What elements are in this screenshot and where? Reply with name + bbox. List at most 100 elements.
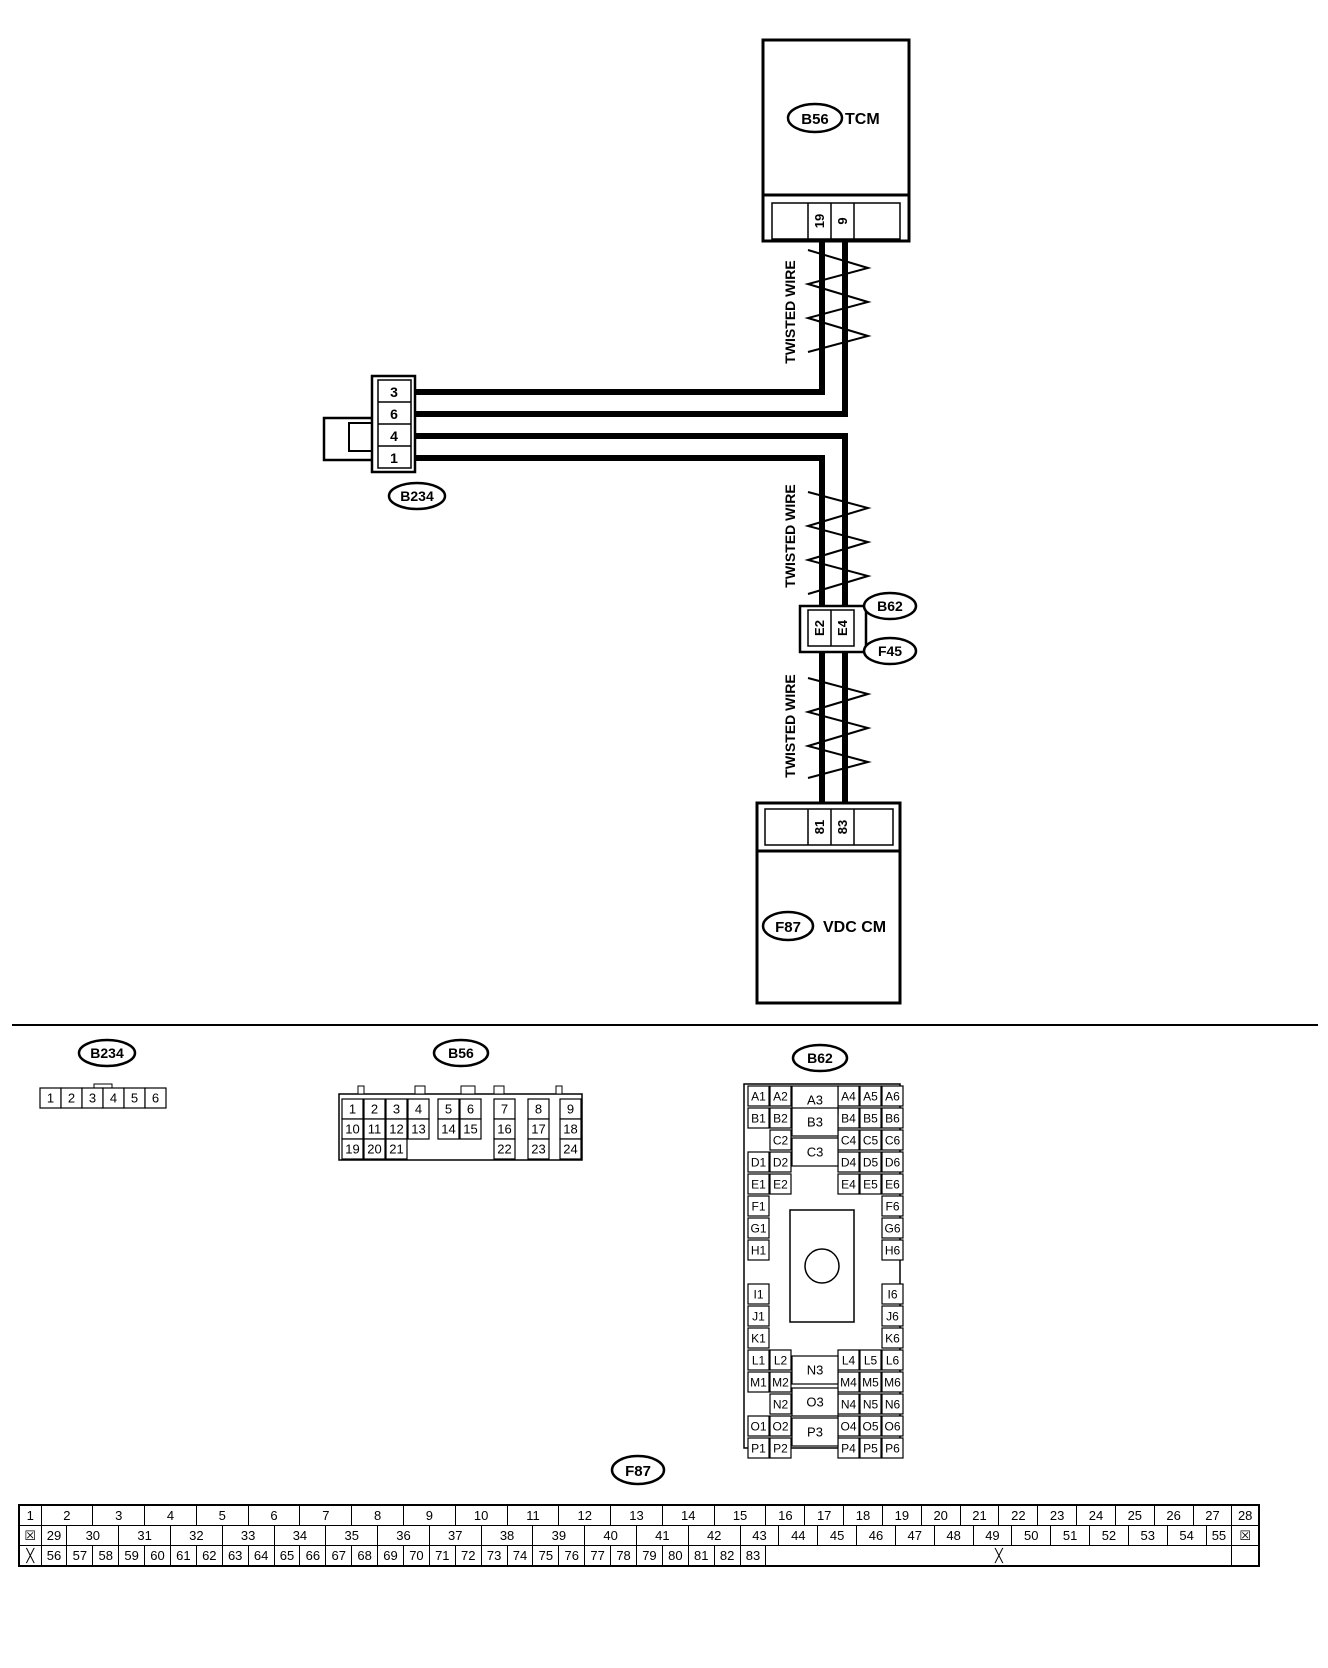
b62-face-pin-M5: M5 [859, 1371, 882, 1393]
b62-face-pin-A2: A2 [769, 1085, 792, 1107]
b62-face-pin-K6: K6 [881, 1327, 904, 1349]
svg-text:B5: B5 [863, 1111, 878, 1125]
svg-text:M5: M5 [862, 1375, 879, 1389]
svg-text:P1: P1 [751, 1441, 766, 1455]
b56-face-pin-8: 8 [527, 1098, 550, 1120]
f87-pin-33: 33 [221, 1525, 275, 1546]
b62-face-pin-I6: I6 [881, 1283, 904, 1305]
svg-text:F1: F1 [751, 1199, 765, 1213]
svg-text:12: 12 [389, 1122, 403, 1137]
b62-face-pin-M2: M2 [769, 1371, 792, 1393]
f87-tag-oval [610, 1454, 666, 1486]
svg-text:N5: N5 [863, 1397, 879, 1411]
b62-face-pin-J1: J1 [747, 1305, 770, 1327]
f87-pin-17: 17 [804, 1504, 845, 1526]
b234-face-pin-2: 2 [60, 1087, 83, 1109]
svg-text:18: 18 [563, 1122, 577, 1137]
b62-face-pin-G6: G6 [881, 1217, 904, 1239]
b62-face-pin-M6: M6 [881, 1371, 904, 1393]
vdc-module: 81 83 F87 VDC CM [755, 801, 902, 1005]
b56-face-pin-6: 6 [459, 1098, 482, 1120]
f87-pin-15: 15 [713, 1504, 767, 1526]
f87-pin-51: 51 [1050, 1525, 1091, 1546]
f87-pin-31: 31 [118, 1525, 171, 1546]
b62-face-pin-P5: P5 [859, 1437, 882, 1459]
vdc-pin-83: 83 [835, 820, 850, 834]
svg-text:E5: E5 [863, 1177, 878, 1191]
b234-pin-1: 1 [390, 450, 398, 466]
svg-text:6: 6 [467, 1102, 474, 1117]
f87-pin-64: 64 [247, 1545, 275, 1567]
f87-pin-1: 1 [18, 1504, 42, 1526]
svg-text:E1: E1 [751, 1177, 766, 1191]
b62-face-pin-P3: P3 [791, 1417, 839, 1447]
f87-pin-53: 53 [1127, 1525, 1168, 1546]
f87-pin-12: 12 [558, 1504, 612, 1526]
svg-text:A6: A6 [885, 1089, 900, 1103]
f87-pin-24: 24 [1076, 1504, 1116, 1526]
b56-face-pin-17: 17 [527, 1118, 550, 1140]
f87-pin-41: 41 [636, 1525, 689, 1546]
f87-pin-81: 81 [687, 1545, 715, 1567]
svg-text:20: 20 [367, 1142, 381, 1157]
b62-face-pin-L2: L2 [769, 1349, 792, 1371]
b234-face-pin-5: 5 [123, 1087, 146, 1109]
f87-pin-38: 38 [480, 1525, 534, 1546]
svg-text:15: 15 [463, 1122, 477, 1137]
svg-text:D1: D1 [751, 1155, 767, 1169]
svg-text:22: 22 [497, 1142, 511, 1157]
f87-pin-58: 58 [92, 1545, 120, 1567]
b56-face-pin-12: 12 [385, 1118, 408, 1140]
f87-pin-28: 28 [1231, 1504, 1260, 1526]
f87-pin-44: 44 [778, 1525, 819, 1546]
svg-text:O2: O2 [772, 1419, 788, 1433]
svg-text:5: 5 [131, 1091, 138, 1106]
twisted-wire-label-3: TWISTED WIRE [782, 674, 798, 777]
f87-pin-25: 25 [1114, 1504, 1155, 1526]
b56-face-pin-13: 13 [407, 1118, 430, 1140]
b62-face-pin-B4: B4 [837, 1107, 860, 1129]
f87-pin-63: 63 [221, 1545, 249, 1567]
b56-face-pin-16: 16 [493, 1118, 516, 1140]
b62-face-pin-N2: N2 [769, 1393, 792, 1415]
svg-text:6: 6 [152, 1091, 159, 1106]
svg-text:B6: B6 [885, 1111, 900, 1125]
f87-pin-78: 78 [610, 1545, 637, 1567]
svg-text:C2: C2 [773, 1133, 789, 1147]
f87-pin-27: 27 [1192, 1504, 1233, 1526]
b234-face-tag: B234 [90, 1045, 124, 1061]
b234-pin-6: 6 [390, 406, 398, 422]
tcm-pin-9: 9 [835, 217, 850, 224]
b62-face-pin-A5: A5 [859, 1085, 882, 1107]
b56-face-pin-15: 15 [459, 1118, 482, 1140]
svg-text:21: 21 [389, 1142, 403, 1157]
f87-pin-5: 5 [195, 1504, 249, 1526]
svg-text:O4: O4 [840, 1419, 856, 1433]
b62-face-pin-C4: C4 [837, 1129, 860, 1151]
b56-face-pin-18: 18 [559, 1118, 582, 1140]
svg-text:N4: N4 [841, 1397, 857, 1411]
vdc-label: VDC CM [823, 919, 886, 936]
b234-pin-3: 3 [390, 384, 398, 400]
f87-pin-52: 52 [1089, 1525, 1129, 1546]
svg-text:I1: I1 [753, 1287, 763, 1301]
b62-face-pin-E4: E4 [837, 1173, 860, 1195]
b56-face-pin-23: 23 [527, 1138, 550, 1160]
svg-text:L2: L2 [774, 1353, 788, 1367]
f87-pin-37: 37 [428, 1525, 482, 1546]
b62-face-pin-O4: O4 [837, 1415, 860, 1437]
b62-face-pin-C5: C5 [859, 1129, 882, 1151]
svg-text:I6: I6 [887, 1287, 897, 1301]
f87-pin-40: 40 [584, 1525, 637, 1546]
b62-face-pin-D1: D1 [747, 1151, 770, 1173]
svg-text:4: 4 [415, 1102, 422, 1117]
svg-text:B2: B2 [773, 1111, 788, 1125]
b62-face-pin-L1: L1 [747, 1349, 770, 1371]
svg-text:O1: O1 [750, 1419, 766, 1433]
b62-face-pin-H1: H1 [747, 1239, 770, 1261]
wire-b234-4-e4 [415, 433, 848, 612]
svg-text:9: 9 [567, 1102, 574, 1117]
wires [415, 240, 848, 805]
